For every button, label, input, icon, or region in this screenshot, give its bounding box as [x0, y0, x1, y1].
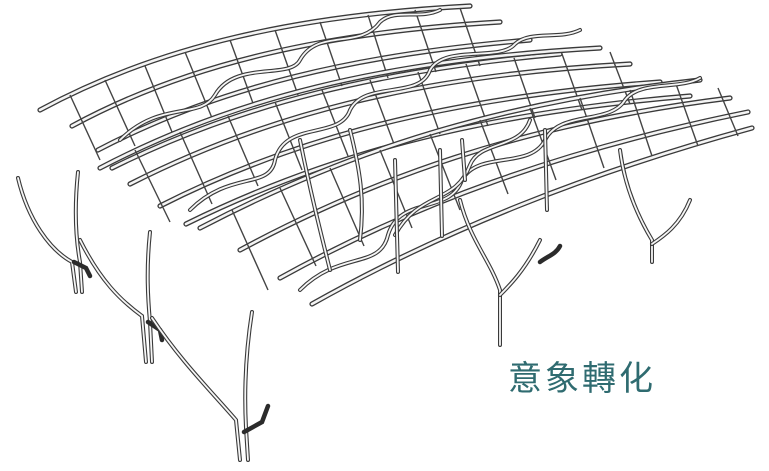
tree-post-left-2 — [78, 230, 165, 364]
canopy-frame-back — [37, 3, 563, 171]
canopy-support-columns — [298, 128, 692, 347]
caption-title: 意象轉化 — [508, 359, 656, 399]
canopy-frame-front — [197, 76, 755, 307]
tree-post-left-1 — [16, 170, 93, 294]
tree-post-left-3 — [150, 310, 271, 462]
